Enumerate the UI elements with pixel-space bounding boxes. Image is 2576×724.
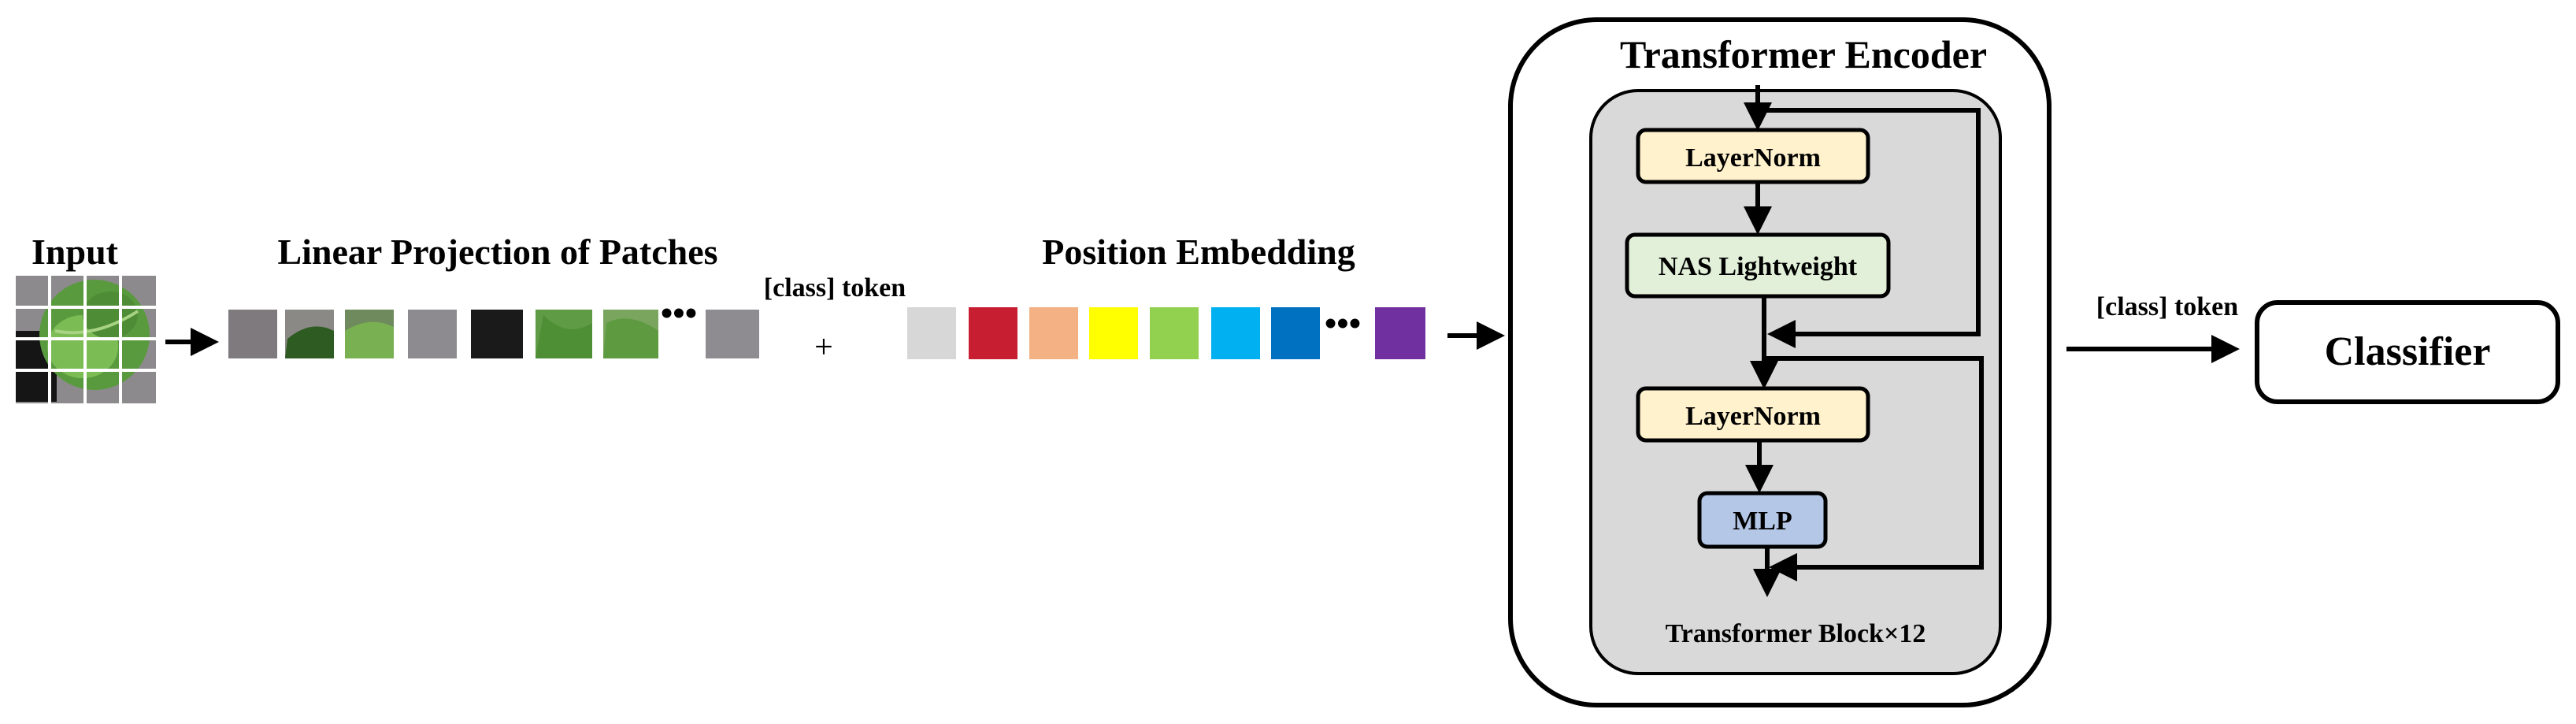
mlp-box: MLP — [1697, 491, 1828, 549]
embedding-ellipsis: ••• — [1325, 304, 1361, 343]
embedding-6 — [1211, 307, 1260, 359]
mlp-label: MLP — [1733, 507, 1792, 536]
patch-8 — [706, 310, 759, 358]
position-embedding-sequence — [907, 307, 1425, 359]
patch-4 — [408, 310, 457, 358]
nas-lightweight-label: NAS Lightweight — [1659, 252, 1858, 281]
embedding-3 — [1029, 307, 1078, 359]
encoder-flow-arrows — [1744, 85, 1781, 597]
input-image-grid — [16, 276, 156, 403]
layernorm-2-label: LayerNorm — [1685, 402, 1821, 431]
embedding-5 — [1150, 307, 1199, 359]
embedding-7 — [1271, 307, 1320, 359]
plus-sign: + — [814, 329, 833, 366]
embedding-1 — [907, 307, 956, 359]
residual-connections — [1758, 108, 1984, 581]
layernorm-2-box: LayerNorm — [1636, 386, 1870, 443]
class-token-label-left: [class] token — [764, 273, 906, 303]
embedding-2 — [969, 307, 1017, 359]
patch-leaf-accents — [285, 315, 658, 358]
patch-ellipsis: ••• — [661, 294, 697, 332]
linear-projection-title: Linear Projection of Patches — [277, 232, 717, 272]
embedding-4 — [1089, 307, 1138, 359]
position-embedding-title: Position Embedding — [1042, 232, 1355, 272]
patch-1 — [228, 310, 277, 358]
classifier-box — [2255, 300, 2560, 404]
transformer-block-caption: Transformer Block×12 — [1666, 619, 1926, 648]
input-title: Input — [32, 232, 119, 272]
embedding-8 — [1375, 307, 1425, 359]
layernorm-1-label: LayerNorm — [1685, 143, 1821, 173]
nas-lightweight-box: NAS Lightweight — [1625, 232, 1891, 299]
class-token-label-right: [class] token — [2096, 292, 2238, 321]
encoder-title: Transformer Encoder — [1620, 32, 1987, 76]
layernorm-1-box: LayerNorm — [1636, 128, 1870, 184]
patch-5 — [471, 310, 523, 358]
classifier-label: Classifier — [2325, 329, 2491, 374]
